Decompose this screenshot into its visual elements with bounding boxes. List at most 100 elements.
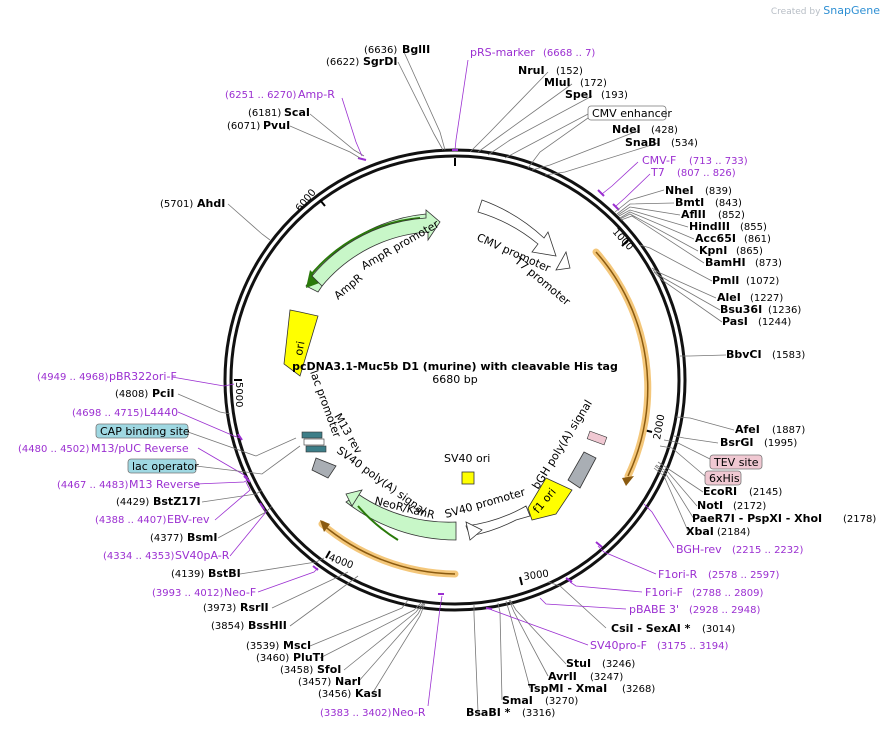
svg-text:SmaI: SmaI: [502, 694, 533, 707]
svg-text:(3247): (3247): [590, 672, 623, 683]
svg-text:(2788 .. 2809): (2788 .. 2809): [692, 588, 764, 599]
svg-text:(852): (852): [718, 210, 745, 221]
svg-text:AhdI: AhdI: [197, 197, 225, 210]
svg-text:(1995): (1995): [764, 438, 797, 449]
svg-text:(3993 .. 4012): (3993 .. 4012): [152, 588, 224, 599]
svg-text:SpeI: SpeI: [565, 88, 592, 101]
primer-labels: pRS-marker(6668 .. 7) (6251 .. 6270)Amp-…: [18, 46, 804, 719]
svg-text:PaeR7I - PspXI - XhoI: PaeR7I - PspXI - XhoI: [692, 512, 822, 525]
svg-text:EcoRI: EcoRI: [703, 485, 737, 498]
site-label: (6071)PvuI: [227, 119, 290, 132]
site-label: SpeI (193): [565, 88, 628, 101]
svg-text:(3539): (3539): [246, 641, 279, 652]
primer-label: (4949 .. 4968)pBR322ori-F: [37, 370, 177, 383]
site-label: KpnI(865): [699, 244, 763, 257]
svg-text:(4480 .. 4502): (4480 .. 4502): [18, 444, 90, 455]
svg-text:BamHI: BamHI: [705, 256, 746, 269]
site-label: (4377)BsmI: [150, 531, 218, 544]
site-label: (4808)PciI: [115, 387, 174, 400]
svg-text:(2928 .. 2948): (2928 .. 2948): [689, 605, 761, 616]
svg-text:BstZ17I: BstZ17I: [153, 495, 201, 508]
svg-text:(4334 .. 4353): (4334 .. 4353): [103, 551, 175, 562]
site-label: BmtI(843): [675, 196, 742, 209]
feature-label-ampr: AmpR: [332, 271, 366, 302]
orf-arrowheads: [320, 476, 634, 532]
svg-text:MluI: MluI: [544, 76, 571, 89]
svg-text:PciI: PciI: [152, 387, 174, 400]
svg-text:AflII: AflII: [681, 208, 706, 221]
site-label: BamHI(873): [705, 256, 782, 269]
svg-text:(3270): (3270): [545, 696, 578, 707]
svg-text:MscI: MscI: [283, 639, 311, 652]
site-label: AflII (852): [681, 208, 745, 221]
svg-text:(4949 .. 4968): (4949 .. 4968): [37, 372, 109, 383]
boxed-label-cap-binding-site: CAP binding site: [95, 423, 190, 439]
svg-text:(861): (861): [744, 234, 771, 245]
primer-label: (6251 .. 6270)Amp-R: [225, 88, 335, 101]
svg-text:(193): (193): [601, 90, 628, 101]
svg-text:TEV site: TEV site: [713, 456, 759, 469]
site-label: AvrII (3247): [548, 670, 623, 683]
feature-f1-ori: [527, 477, 573, 521]
primer-label: T7(807 .. 826): [650, 166, 736, 179]
tick-label: 6000: [294, 187, 319, 214]
site-label: MluI(172): [544, 76, 607, 89]
svg-text:(534): (534): [671, 138, 698, 149]
svg-text:(2145): (2145): [749, 487, 782, 498]
svg-text:(4139): (4139): [171, 569, 204, 580]
svg-text:KpnI: KpnI: [699, 244, 727, 257]
site-label: SnaBI(534): [625, 136, 698, 149]
site-label: PmlI(1072): [712, 274, 779, 287]
svg-text:(2178): (2178): [843, 514, 876, 525]
svg-text:BsrGI: BsrGI: [720, 436, 753, 449]
svg-text:(3316): (3316): [522, 708, 555, 719]
boxed-label-6xhis: 6xHis: [704, 470, 742, 486]
svg-text:HindIII: HindIII: [689, 220, 730, 233]
tick-label: 2000: [652, 414, 667, 441]
svg-text:TspMI - XmaI: TspMI - XmaI: [528, 682, 607, 695]
site-label: (3458)SfoI: [280, 663, 341, 676]
svg-text:NarI: NarI: [335, 675, 361, 688]
site-label: PaeR7I - PspXI - XhoI (2178): [692, 512, 876, 525]
svg-text:ScaI: ScaI: [284, 106, 310, 119]
svg-text:BGH-rev: BGH-rev: [676, 543, 722, 556]
site-label: (6181)ScaI: [248, 106, 310, 119]
tick-label: 5000: [233, 382, 244, 407]
site-label: SmaI (3270): [502, 694, 578, 707]
primer-label: (4480 .. 4502)M13/pUC Reverse: [18, 442, 189, 455]
svg-text:(6668 .. 7): (6668 .. 7): [543, 48, 595, 59]
svg-text:(428): (428): [651, 125, 678, 136]
svg-text:(4698 .. 4715): (4698 .. 4715): [72, 408, 144, 419]
plasmid-length: 6680 bp: [432, 373, 477, 386]
svg-text:BssHII: BssHII: [248, 619, 287, 632]
feature-sv40-promoter: [465, 505, 531, 541]
svg-text:(1072): (1072): [746, 276, 779, 287]
site-label: NheI(839): [665, 184, 732, 197]
site-label: (3460)PluTI: [256, 651, 324, 664]
primer-label: F1ori-F(2788 .. 2809): [645, 586, 764, 599]
site-label: TspMI - XmaI(3268): [528, 682, 655, 695]
svg-text:PasI: PasI: [722, 315, 748, 328]
svg-text:(807 .. 826): (807 .. 826): [677, 168, 736, 179]
svg-text:(1236): (1236): [768, 305, 801, 316]
svg-text:(4388 .. 4407): (4388 .. 4407): [95, 515, 167, 526]
svg-text:AleI: AleI: [717, 291, 741, 304]
site-label: (6622)SgrDI: [326, 55, 397, 68]
boxed-lead-lines: [187, 117, 713, 478]
site-label: (3456)KasI: [318, 687, 382, 700]
svg-text:AvrII: AvrII: [548, 670, 577, 683]
site-label: AfeI(1887): [735, 423, 805, 436]
svg-text:(6622): (6622): [326, 57, 359, 68]
svg-text:PvuI: PvuI: [263, 119, 290, 132]
svg-text:(6181): (6181): [248, 108, 281, 119]
svg-text:SV40pro-F: SV40pro-F: [590, 639, 647, 652]
feature-bgh-polya: [567, 430, 608, 489]
svg-text:(1887): (1887): [772, 425, 805, 436]
site-label: (4139)BstBI: [171, 567, 241, 580]
boxed-label-lac-operator: lac operator: [127, 458, 199, 474]
feature-ampr-promoter: [311, 209, 441, 287]
svg-text:(843): (843): [715, 198, 742, 209]
primer-label: (3993 .. 4012)Neo-F: [152, 586, 256, 599]
svg-text:NheI: NheI: [665, 184, 694, 197]
site-label: NruI(152): [518, 64, 583, 77]
